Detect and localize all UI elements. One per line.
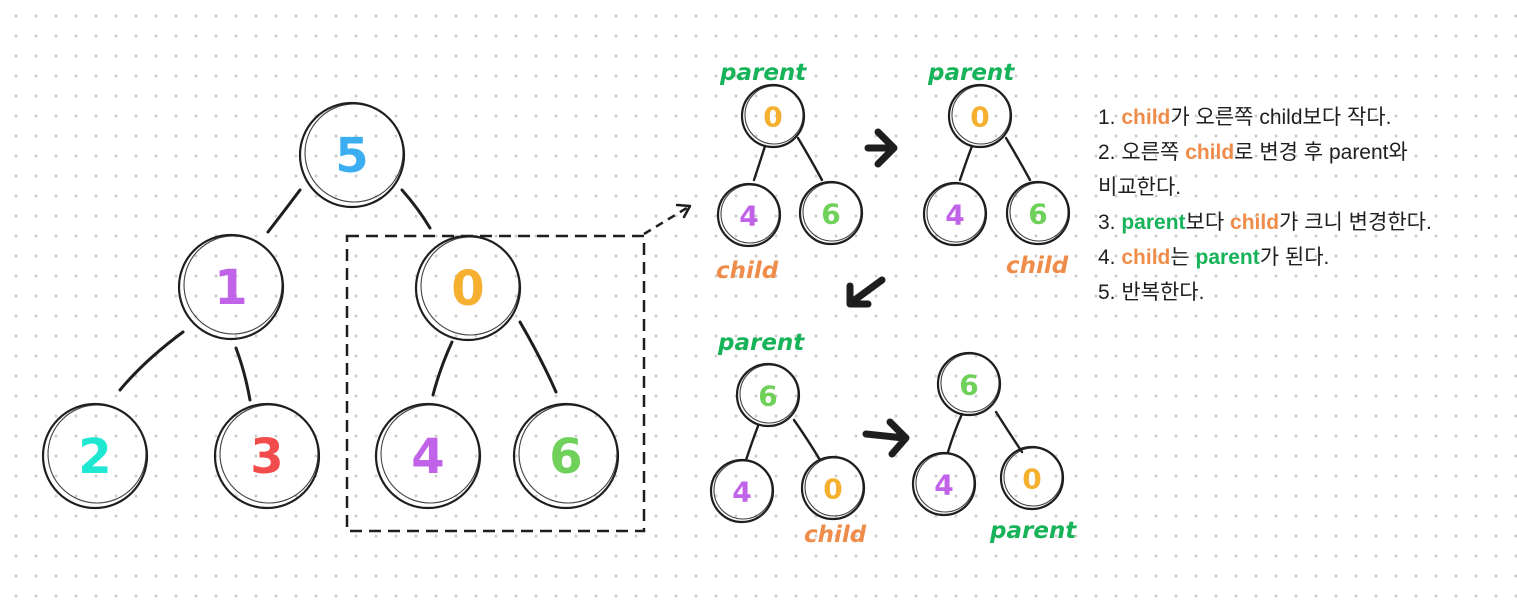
node-root-value: 5 bbox=[335, 128, 368, 184]
edge-5-1 bbox=[266, 188, 302, 234]
node-left-left: 2 bbox=[41, 402, 149, 510]
node-root: 5 bbox=[298, 101, 406, 209]
step2-left-value: 4 bbox=[945, 199, 964, 232]
step1-node-top: 0 bbox=[740, 83, 806, 149]
edge bbox=[752, 144, 767, 182]
node-left-right-value: 3 bbox=[250, 429, 283, 485]
step-4-text: 가 된다. bbox=[1259, 246, 1330, 269]
step4-subtree: 6 4 0 parent bbox=[911, 351, 1077, 544]
step3-node-top: 6 bbox=[735, 362, 801, 428]
step1-child-label: child bbox=[716, 258, 779, 284]
step2-node-left: 4 bbox=[922, 181, 988, 247]
dashed-pointer-arrow-icon bbox=[643, 203, 692, 236]
step-4-child-term: child bbox=[1121, 246, 1171, 269]
step4-top-value: 6 bbox=[959, 369, 978, 402]
step2-node-right: 6 bbox=[1005, 180, 1071, 246]
step3-child-label: child bbox=[804, 522, 867, 548]
step3-parent-label: parent bbox=[717, 330, 805, 356]
step4-node-left: 4 bbox=[911, 451, 977, 517]
edge bbox=[1004, 136, 1032, 182]
step1-node-left: 4 bbox=[716, 182, 782, 248]
step4-parent-label: parent bbox=[989, 518, 1077, 544]
node-left: 1 bbox=[177, 233, 285, 341]
step-1-child-term: child bbox=[1121, 106, 1171, 129]
node-right-right-value: 6 bbox=[549, 429, 582, 485]
edge-0-6 bbox=[518, 320, 558, 394]
step1-parent-label: parent bbox=[719, 60, 807, 86]
edge bbox=[946, 412, 964, 454]
edge bbox=[792, 418, 822, 462]
step2-right-value: 6 bbox=[1028, 198, 1047, 231]
edge bbox=[796, 136, 824, 182]
edge-1-3 bbox=[234, 346, 252, 402]
step-1: 1. child가 오른쪽 child보다 작다. bbox=[1098, 100, 1513, 135]
step-5-text: 5. 반복한다. bbox=[1098, 281, 1205, 304]
step2-subtree: parent 0 4 6 child bbox=[922, 60, 1071, 279]
step-3-child-term: child bbox=[1230, 211, 1280, 234]
node-left-value: 1 bbox=[214, 260, 247, 316]
step1-subtree: parent 0 4 6 child bbox=[716, 60, 864, 284]
step1-right-value: 6 bbox=[821, 198, 840, 231]
step2-top-value: 0 bbox=[970, 101, 989, 134]
step-3: 3. parent보다 child가 크니 변경한다. bbox=[1098, 205, 1513, 240]
node-right-value: 0 bbox=[451, 261, 484, 317]
step1-top-value: 0 bbox=[763, 101, 782, 134]
step4-left-value: 4 bbox=[934, 469, 953, 502]
edge-5-0 bbox=[400, 188, 432, 230]
node-right-right: 6 bbox=[512, 402, 620, 510]
step-2: 2. 오른쪽 child로 변경 후 parent와 bbox=[1098, 135, 1513, 170]
step-1-text: 가 오른쪽 child보다 작다. bbox=[1170, 106, 1392, 129]
subtree-selection-box bbox=[345, 234, 646, 533]
step-4-parent-term: parent bbox=[1195, 246, 1260, 269]
step-3-parent-term: parent bbox=[1121, 211, 1186, 234]
step-1-number: 1. bbox=[1098, 106, 1116, 129]
edge bbox=[958, 144, 974, 182]
step-4-text-mid: 는 bbox=[1170, 246, 1190, 269]
step3-right-value: 0 bbox=[823, 473, 842, 506]
node-right-left: 4 bbox=[374, 402, 482, 510]
node-right-left-value: 4 bbox=[411, 429, 444, 485]
step-list: 1. child가 오른쪽 child보다 작다. 2. 오른쪽 child로 … bbox=[1098, 100, 1513, 310]
step-2-child-term: child bbox=[1185, 141, 1235, 164]
arrow-right-icon bbox=[862, 418, 910, 458]
step-4: 4. child는 parent가 된다. bbox=[1098, 240, 1513, 275]
step-2-text-continued: 비교한다. bbox=[1098, 176, 1182, 199]
step3-top-value: 6 bbox=[758, 380, 777, 413]
node-left-left-value: 2 bbox=[78, 429, 111, 485]
edge bbox=[994, 410, 1024, 454]
step-3-text: 가 크니 변경한다. bbox=[1279, 211, 1432, 234]
step4-right-value: 0 bbox=[1022, 463, 1041, 496]
step2-node-top: 0 bbox=[947, 83, 1013, 149]
edge-1-2 bbox=[118, 330, 185, 392]
edge bbox=[744, 424, 760, 462]
step1-left-value: 4 bbox=[739, 200, 758, 233]
step2-parent-label: parent bbox=[927, 60, 1015, 86]
step-2-text: 로 변경 후 parent와 bbox=[1234, 141, 1408, 164]
step-3-text-mid: 보다 bbox=[1185, 211, 1225, 234]
arrow-down-left-icon bbox=[846, 276, 886, 308]
step-4-number: 4. bbox=[1098, 246, 1116, 269]
step-5: 5. 반복한다. bbox=[1098, 275, 1513, 310]
step3-subtree: parent 6 4 0 child bbox=[709, 330, 867, 548]
step2-child-label: child bbox=[1006, 253, 1069, 279]
main-tree-edges bbox=[118, 188, 558, 402]
step3-left-value: 4 bbox=[732, 476, 751, 509]
node-left-right: 3 bbox=[213, 402, 321, 510]
step-3-number: 3. bbox=[1098, 211, 1116, 234]
step-2-continued: 비교한다. bbox=[1098, 170, 1513, 205]
edge-0-4 bbox=[431, 340, 454, 397]
step4-node-top: 6 bbox=[936, 351, 1002, 417]
step3-node-left: 4 bbox=[709, 458, 775, 524]
step1-node-right: 6 bbox=[798, 180, 864, 246]
arrow-right-icon bbox=[864, 128, 898, 168]
step-2-number: 2. 오른쪽 bbox=[1098, 141, 1180, 164]
node-right: 0 bbox=[414, 234, 522, 342]
step4-node-right: 0 bbox=[999, 445, 1065, 511]
step3-node-right: 0 bbox=[800, 455, 866, 521]
